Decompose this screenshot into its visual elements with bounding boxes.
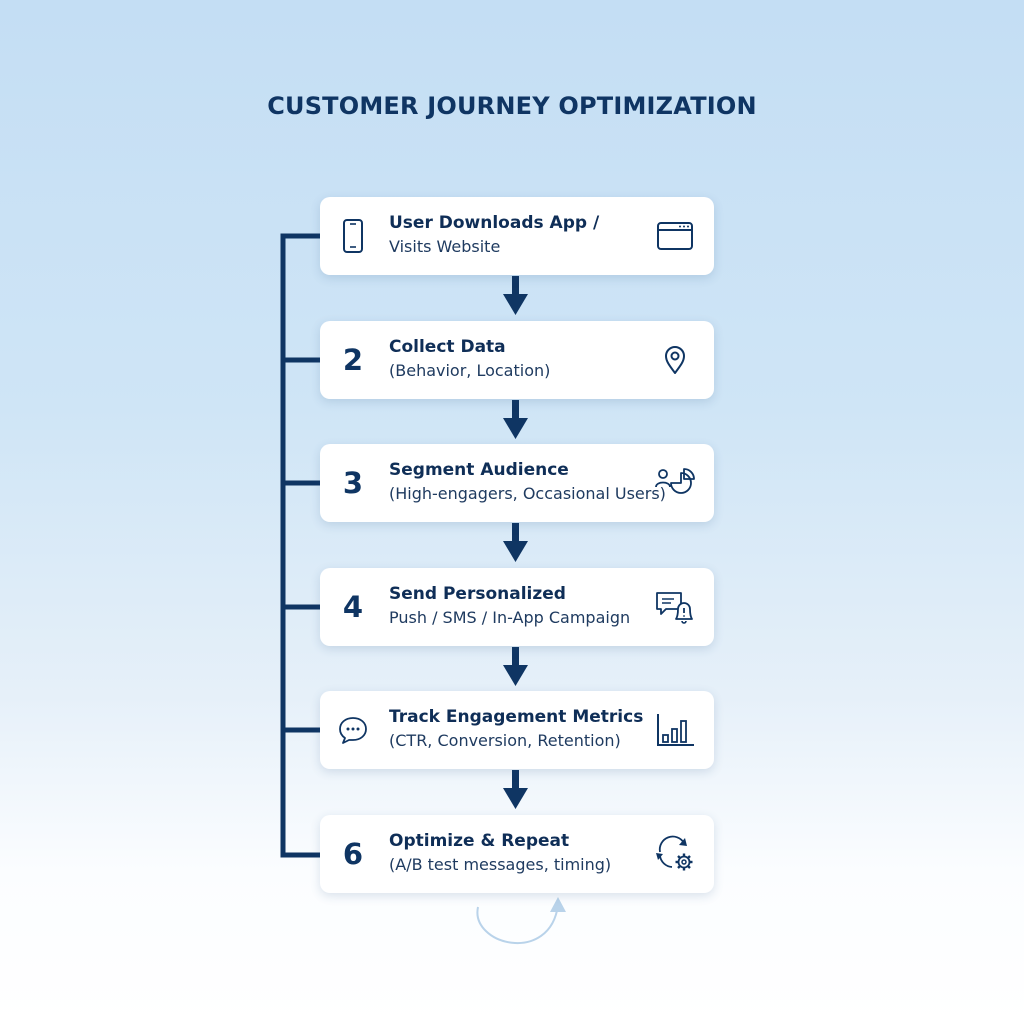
step-card-4: 4 Send Personalized Push / SMS / In-App …	[320, 568, 714, 646]
step-1-subtitle: Visits Website	[389, 237, 501, 256]
feedback-bracket	[280, 233, 320, 858]
audience-pie-icon	[654, 463, 696, 503]
step-4-title: Send Personalized	[389, 584, 566, 604]
step-3-number: 3	[342, 466, 364, 500]
chat-bubble-icon	[338, 712, 368, 748]
step-card-6: 6 Optimize & Repeat (A/B test messages, …	[320, 815, 714, 893]
down-arrow-5	[503, 770, 528, 809]
step-3-title: Segment Audience	[389, 460, 569, 480]
step-card-1: User Downloads App / Visits Website	[320, 197, 714, 275]
step-4-subtitle: Push / SMS / In-App Campaign	[389, 608, 631, 627]
down-arrow-1	[503, 276, 528, 315]
step-card-5: Track Engagement Metrics (CTR, Conversio…	[320, 691, 714, 769]
step-2-number: 2	[342, 343, 364, 377]
step-6-title: Optimize & Repeat	[389, 831, 570, 851]
step-6-subtitle: (A/B test messages, timing)	[389, 855, 612, 874]
down-arrow-4	[503, 647, 528, 686]
step-6-number: 6	[342, 837, 364, 871]
step-card-3: 3 Segment Audience (High-engagers, Occas…	[320, 444, 714, 522]
step-3-subtitle: (High-engagers, Occasional Users)	[389, 484, 666, 503]
refresh-gear-icon	[654, 834, 696, 874]
down-arrow-3	[503, 523, 528, 562]
step-1-title: User Downloads App /	[389, 213, 600, 233]
browser-window-icon	[654, 216, 696, 256]
step-2-title: Collect Data	[389, 337, 506, 357]
step-2-subtitle: (Behavior, Location)	[389, 361, 551, 380]
down-arrow-2	[503, 400, 528, 439]
smartphone-icon	[340, 218, 366, 254]
step-card-2: 2 Collect Data (Behavior, Location)	[320, 321, 714, 399]
bar-chart-icon	[654, 710, 696, 750]
loop-arrow	[476, 897, 566, 944]
step-5-subtitle: (CTR, Conversion, Retention)	[389, 731, 621, 750]
step-5-title: Track Engagement Metrics	[389, 707, 644, 727]
message-alert-icon	[654, 587, 696, 627]
page-title: CUSTOMER JOURNEY OPTIMIZATION	[267, 92, 757, 120]
step-4-number: 4	[342, 590, 364, 624]
location-pin-icon	[654, 340, 696, 380]
